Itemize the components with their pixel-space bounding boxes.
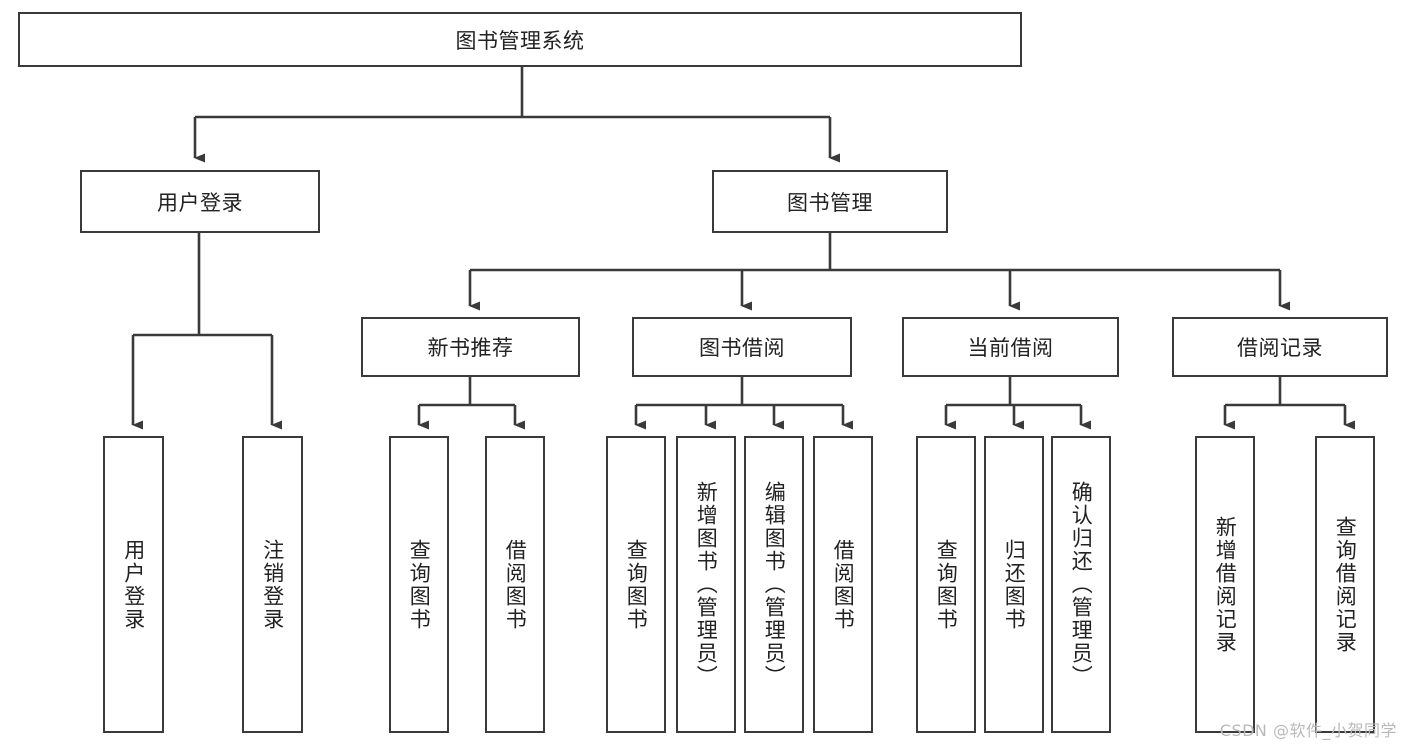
node-leaf-query-record[interactable]: 查询借阅记录 xyxy=(1315,436,1375,733)
node-book-manage-label: 图书管理 xyxy=(787,190,873,215)
node-leaf-return-book[interactable]: 归还图书 xyxy=(984,436,1044,733)
node-leaf-query-book-2-label: 查询图书 xyxy=(624,538,649,631)
node-borrow-record[interactable]: 借阅记录 xyxy=(1172,317,1388,377)
node-leaf-add-book-label: 新增图书（管理员） xyxy=(694,481,719,688)
node-leaf-query-book-2[interactable]: 查询图书 xyxy=(606,436,666,733)
node-new-book-recommend[interactable]: 新书推荐 xyxy=(361,317,580,377)
node-leaf-borrow-book-1[interactable]: 借阅图书 xyxy=(485,436,545,733)
node-borrow-record-label: 借阅记录 xyxy=(1237,336,1323,360)
node-leaf-edit-book[interactable]: 编辑图书（管理员） xyxy=(744,436,804,733)
node-leaf-borrow-book-2-label: 借阅图书 xyxy=(831,538,856,631)
node-leaf-confirm-return-label: 确认归还（管理员） xyxy=(1069,481,1094,688)
node-leaf-query-book-3[interactable]: 查询图书 xyxy=(916,436,976,733)
node-leaf-confirm-return[interactable]: 确认归还（管理员） xyxy=(1051,436,1111,733)
node-leaf-borrow-book-1-label: 借阅图书 xyxy=(503,538,528,631)
node-leaf-logout-login[interactable]: 注销登录 xyxy=(242,436,303,733)
node-root[interactable]: 图书管理系统 xyxy=(18,12,1022,67)
node-user-login-label: 用户登录 xyxy=(157,190,243,215)
watermark-text: CSDN @软件_小贺同学 xyxy=(1219,721,1397,740)
node-leaf-borrow-book-2[interactable]: 借阅图书 xyxy=(813,436,873,733)
node-leaf-return-book-label: 归还图书 xyxy=(1002,538,1027,631)
node-book-borrow-label: 图书借阅 xyxy=(699,336,785,360)
node-leaf-add-book[interactable]: 新增图书（管理员） xyxy=(676,436,736,733)
node-new-book-recommend-label: 新书推荐 xyxy=(427,336,514,360)
node-current-borrow-label: 当前借阅 xyxy=(967,336,1054,360)
node-book-manage[interactable]: 图书管理 xyxy=(712,170,948,233)
node-leaf-user-login-label: 用户登录 xyxy=(121,538,146,631)
node-current-borrow[interactable]: 当前借阅 xyxy=(902,317,1119,377)
node-root-label: 图书管理系统 xyxy=(455,28,585,53)
node-leaf-edit-book-label: 编辑图书（管理员） xyxy=(762,481,787,688)
node-book-borrow[interactable]: 图书借阅 xyxy=(632,317,852,377)
node-leaf-add-record[interactable]: 新增借阅记录 xyxy=(1195,436,1255,733)
node-leaf-user-login[interactable]: 用户登录 xyxy=(103,436,164,733)
node-leaf-query-book-1-label: 查询图书 xyxy=(407,538,432,631)
node-leaf-logout-login-label: 注销登录 xyxy=(260,538,285,631)
node-leaf-query-record-label: 查询借阅记录 xyxy=(1333,515,1358,654)
node-leaf-query-book-1[interactable]: 查询图书 xyxy=(389,436,449,733)
node-user-login[interactable]: 用户登录 xyxy=(80,170,320,233)
node-leaf-query-book-3-label: 查询图书 xyxy=(934,538,959,631)
node-leaf-add-record-label: 新增借阅记录 xyxy=(1213,515,1238,654)
